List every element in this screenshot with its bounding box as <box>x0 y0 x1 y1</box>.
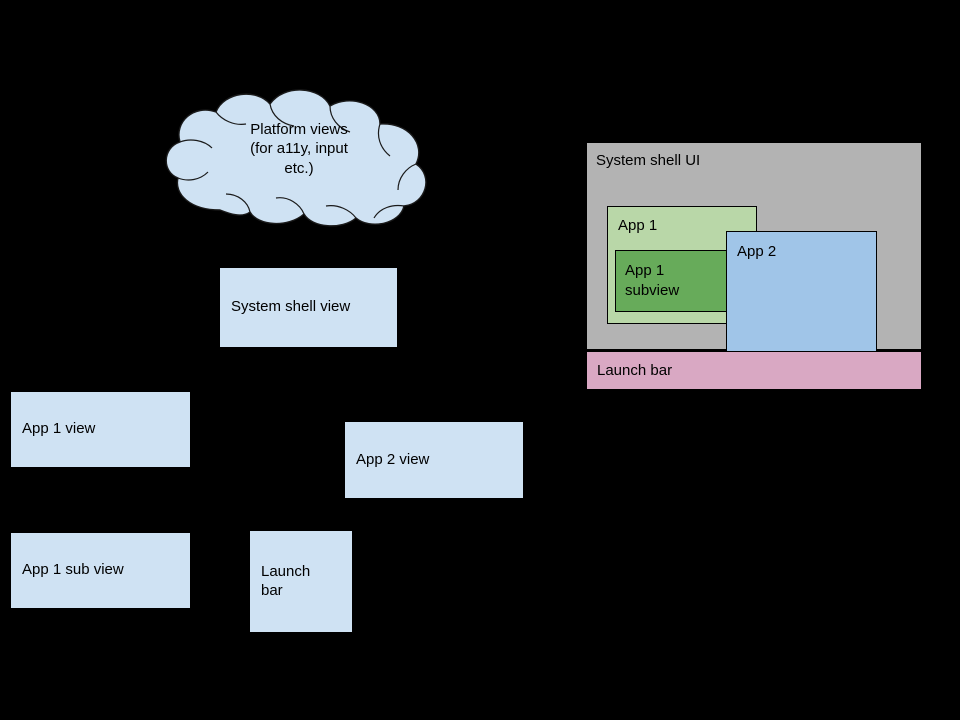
platform-views-cloud-label: Platform views (for a11y, input etc.) <box>250 120 348 177</box>
app-1-view-box[interactable]: App 1 view <box>11 392 190 467</box>
app-2-view-box[interactable]: App 2 view <box>345 422 523 498</box>
app-1-sub-view-label: App 1 sub view <box>22 561 124 579</box>
app-1-subview-title: App 1 subview <box>625 262 680 299</box>
system-launch-bar[interactable]: Launch bar <box>586 351 922 390</box>
platform-views-cloud[interactable]: Platform views (for a11y, input etc.) <box>160 82 438 230</box>
system-launch-bar-label: Launch bar <box>597 362 673 379</box>
launch-bar-view-box[interactable]: Launch bar <box>250 531 352 632</box>
app-1-window-title: App 1 <box>618 217 658 234</box>
app-1-subview-window[interactable] <box>615 250 727 312</box>
app-2-window-title: App 2 <box>737 243 777 260</box>
app-1-sub-view-box[interactable]: App 1 sub view <box>11 533 190 608</box>
app-1-view-label: App 1 view <box>22 420 96 438</box>
cloud-shape-icon <box>165 89 427 227</box>
launch-bar-view-label: Launch bar <box>261 562 311 599</box>
system-shell-view-label: System shell view <box>231 298 351 316</box>
system-shell-ui-title: System shell UI <box>596 152 701 169</box>
system-shell-view-box[interactable]: System shell view <box>220 268 397 347</box>
app-2-view-label: App 2 view <box>356 450 430 468</box>
